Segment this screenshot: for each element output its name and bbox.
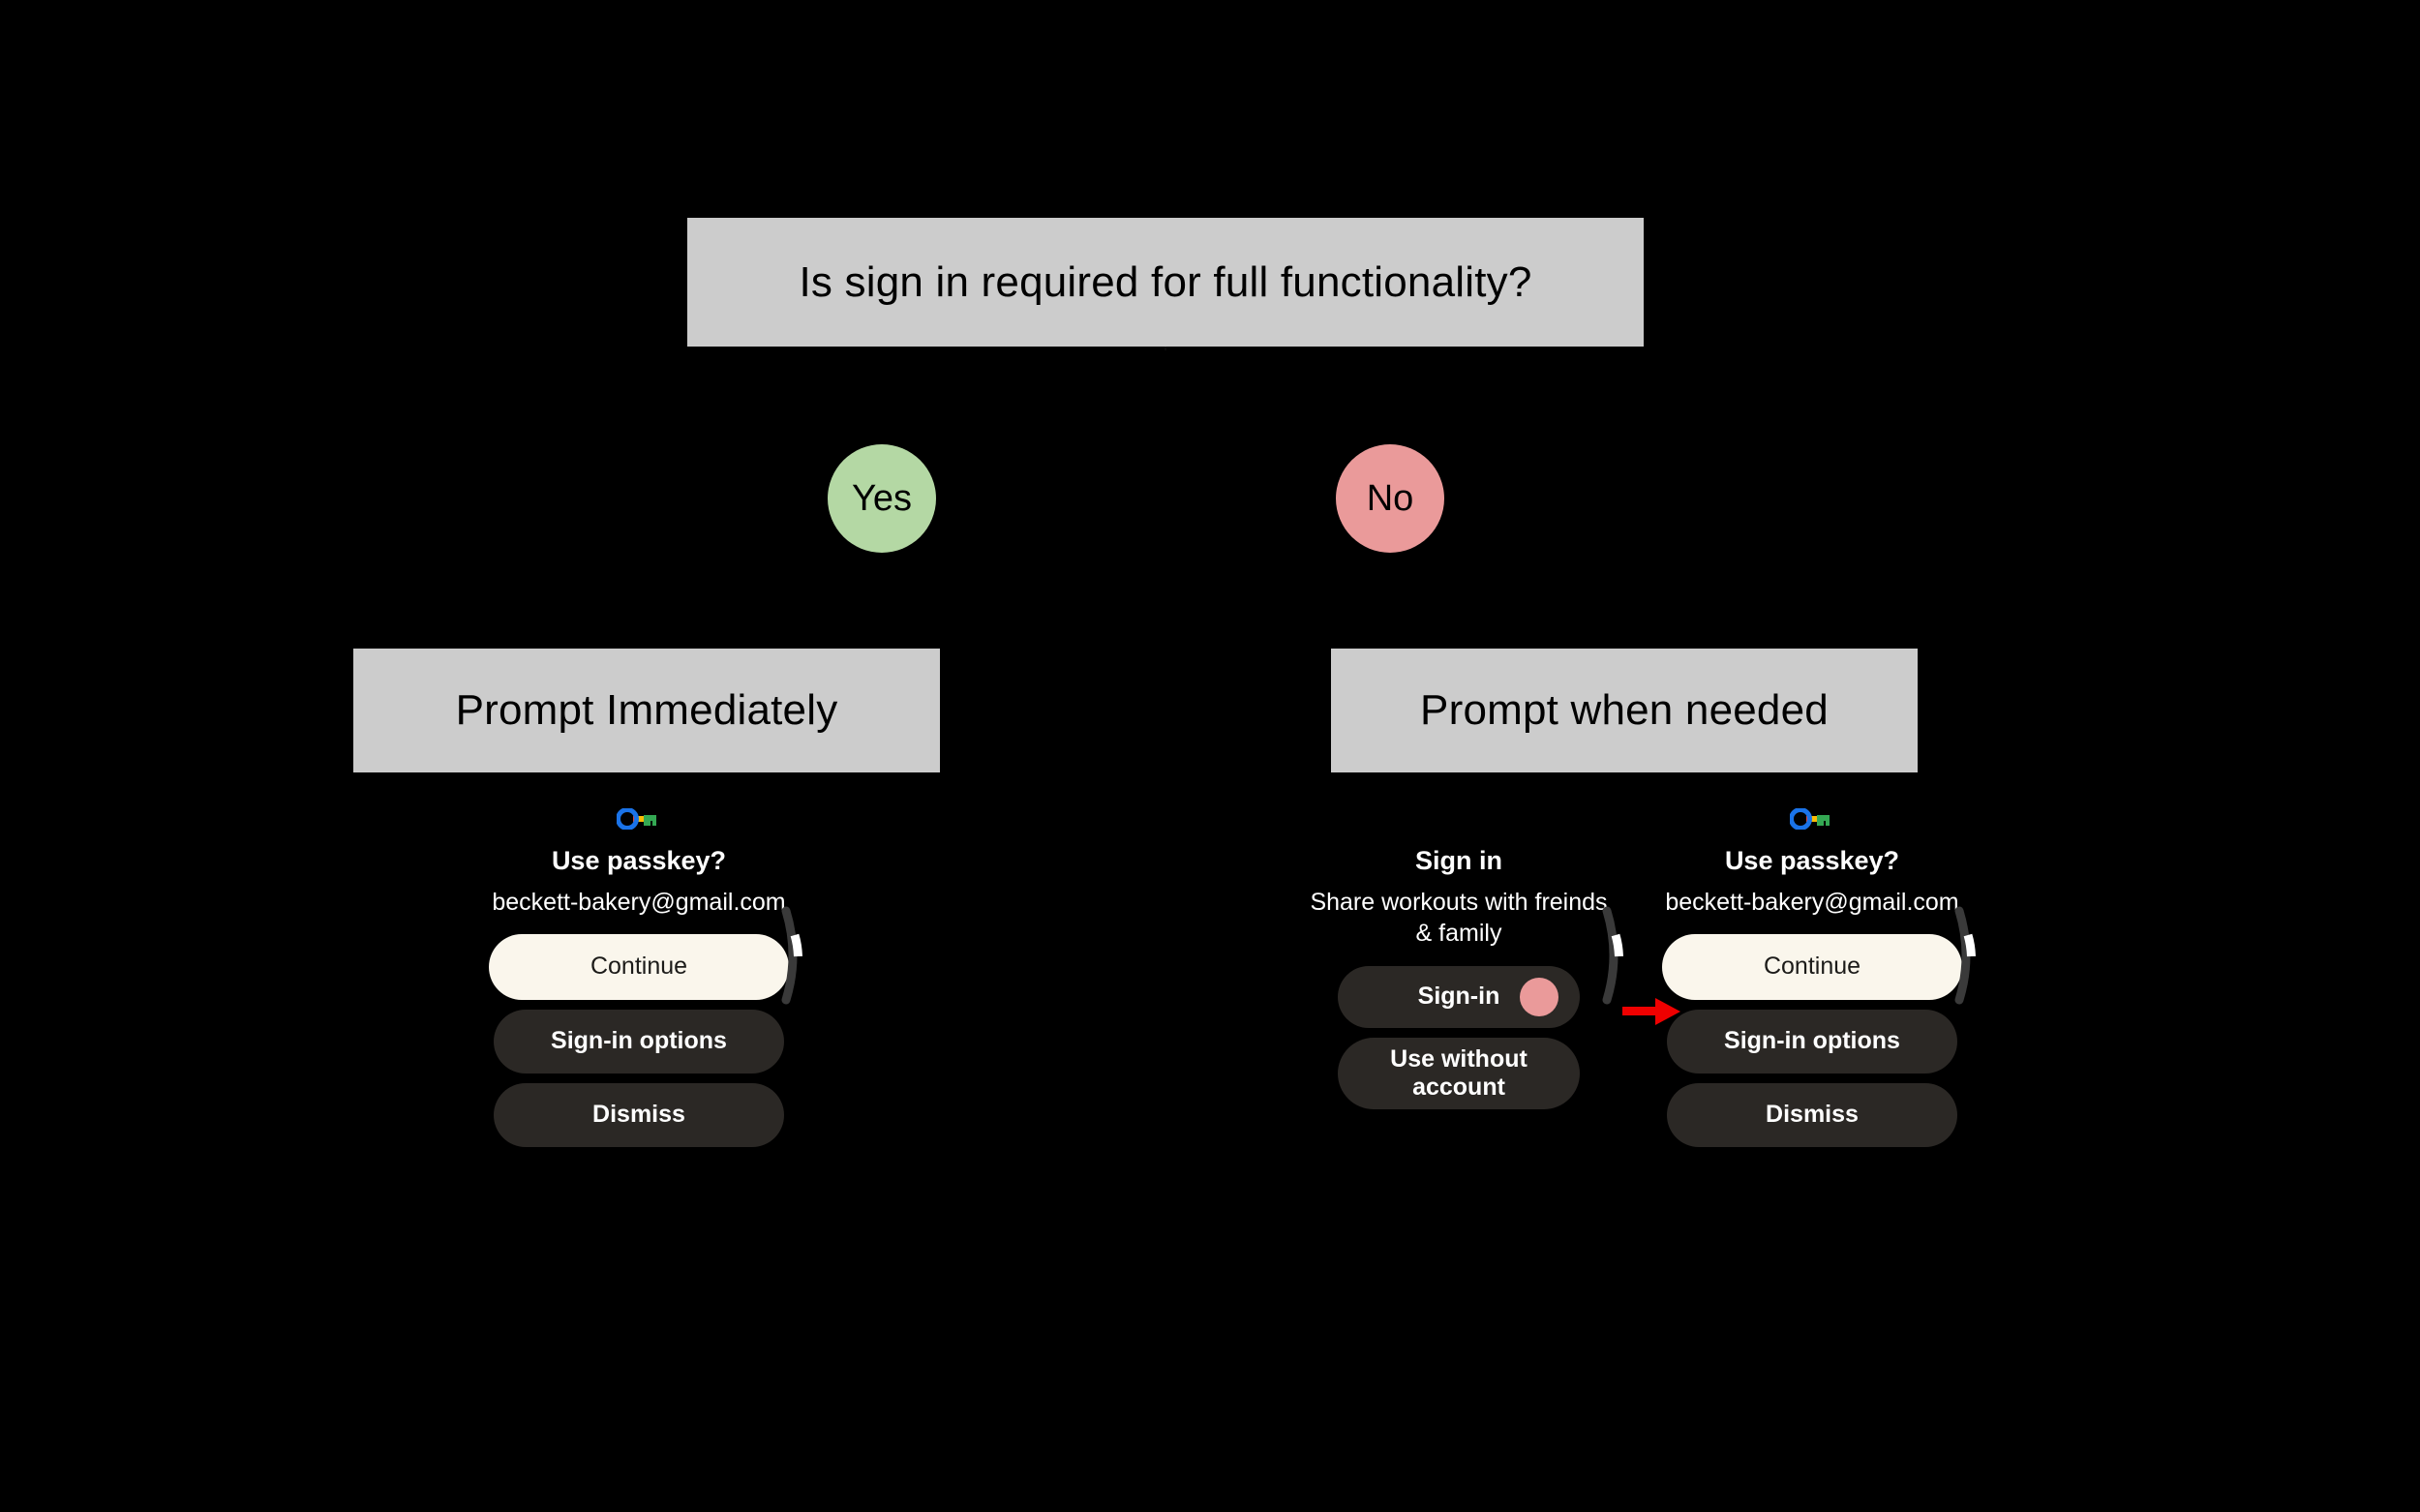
watch-screen-left-passkey: Use passkey? beckett-bakery@gmail.com Co… xyxy=(484,808,794,1389)
scroll-indicator-middle[interactable] xyxy=(1595,905,1634,1006)
use-without-account-button[interactable]: Use without account xyxy=(1338,1037,1580,1109)
sign-in-button[interactable]: Sign-in xyxy=(1338,965,1580,1028)
sign-in-options-button-label: Sign-in options xyxy=(551,1027,727,1055)
watch-screen-middle-signin: Sign in Share workouts with freinds & fa… xyxy=(1309,808,1609,1389)
decision-node: Is sign in required for full functionali… xyxy=(687,218,1644,347)
outcome-node-prompt-immediately: Prompt Immediately xyxy=(353,649,940,772)
edge-label-no-text: No xyxy=(1366,477,1414,519)
scroll-indicator-left[interactable] xyxy=(774,905,813,1006)
sign-in-options-button[interactable]: Sign-in options xyxy=(494,1009,784,1074)
continue-button-label: Continue xyxy=(1763,953,1861,981)
decision-node-label: Is sign in required for full functionali… xyxy=(799,257,1532,306)
screen-subtitle-account-email: beckett-bakery@gmail.com xyxy=(1665,889,1959,917)
use-without-account-button-label: Use without account xyxy=(1390,1044,1528,1101)
avatar xyxy=(1520,977,1558,1016)
outcome-node-prompt-when-needed: Prompt when needed xyxy=(1331,649,1918,772)
sign-in-options-button[interactable]: Sign-in options xyxy=(1667,1009,1957,1074)
google-passkey-icon xyxy=(617,808,656,830)
edge-label-yes: Yes xyxy=(828,444,936,553)
screen-subtitle-account-email: beckett-bakery@gmail.com xyxy=(492,889,786,917)
google-passkey-icon xyxy=(1790,808,1830,830)
screen-title: Use passkey? xyxy=(1724,846,1900,875)
connector-decision-to-yes xyxy=(1165,347,1166,350)
continue-button[interactable]: Continue xyxy=(1662,933,1962,1000)
watch-screen-right-passkey: Use passkey? beckett-bakery@gmail.com Co… xyxy=(1657,808,1967,1389)
outcome-node-prompt-immediately-label: Prompt Immediately xyxy=(455,686,838,734)
edge-label-yes-text: Yes xyxy=(852,477,912,519)
continue-button-label: Continue xyxy=(590,953,688,981)
screen-subtitle-value-prop: Share workouts with freinds & family xyxy=(1310,889,1608,947)
dismiss-button-label: Dismiss xyxy=(1766,1101,1859,1129)
dismiss-button[interactable]: Dismiss xyxy=(494,1082,784,1147)
outcome-node-prompt-when-needed-label: Prompt when needed xyxy=(1420,686,1829,734)
sign-in-button-label: Sign-in xyxy=(1417,983,1500,1011)
screen-title: Use passkey? xyxy=(551,846,727,875)
dismiss-button-label: Dismiss xyxy=(592,1101,685,1129)
red-right-arrow-icon xyxy=(1622,998,1680,1025)
dismiss-button[interactable]: Dismiss xyxy=(1667,1082,1957,1147)
screen-title: Sign in xyxy=(1415,846,1502,875)
edge-label-no: No xyxy=(1336,444,1444,553)
continue-button[interactable]: Continue xyxy=(489,933,789,1000)
scroll-indicator-right[interactable] xyxy=(1948,905,1986,1006)
sign-in-options-button-label: Sign-in options xyxy=(1724,1027,1900,1055)
